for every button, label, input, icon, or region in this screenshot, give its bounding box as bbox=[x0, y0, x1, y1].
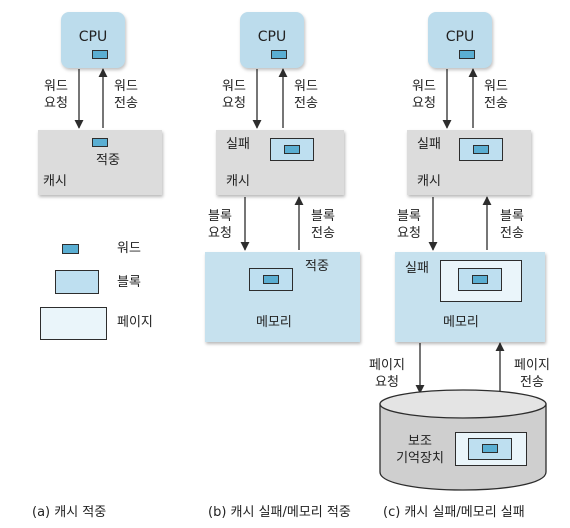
cache-box-a: 적중 캐시 bbox=[38, 130, 162, 195]
memory-hit-label-b: 적중 bbox=[305, 259, 329, 274]
legend-word-label: 워드 bbox=[117, 241, 141, 256]
cache-miss-label-c: 실패 bbox=[417, 137, 441, 152]
word-transfer-label-c: 워드 전송 bbox=[484, 79, 508, 111]
storage-label-c: 보조 기억장치 bbox=[396, 434, 444, 466]
memory-label-b: 메모리 bbox=[256, 315, 292, 330]
word-transfer-label-a: 워드 전송 bbox=[114, 79, 138, 111]
page-request-label-c: 페이지 요청 bbox=[369, 358, 405, 390]
memory-miss-label-c: 실패 bbox=[405, 261, 429, 276]
caption-c: (c) 캐시 실패/메모리 실패 bbox=[383, 505, 525, 520]
cache-box-c: 실패 캐시 bbox=[407, 130, 531, 195]
caption-a: (a) 캐시 적중 bbox=[32, 505, 107, 520]
word-request-label-b: 워드 요청 bbox=[222, 79, 246, 111]
caption-b: (b) 캐시 실패/메모리 적중 bbox=[208, 505, 351, 520]
block-request-label-c: 블록 요청 bbox=[397, 209, 421, 241]
word-icon-cpu-c bbox=[459, 50, 475, 59]
cache-hit-label-a: 적중 bbox=[96, 153, 120, 168]
cache-label-b: 캐시 bbox=[226, 174, 250, 189]
word-icon-cpu-b bbox=[271, 50, 287, 59]
cpu-box-c: CPU bbox=[428, 12, 492, 68]
memory-box-b: 적중 메모리 bbox=[205, 252, 360, 342]
legend-word-icon bbox=[62, 244, 79, 254]
cpu-label-c: CPU bbox=[445, 29, 475, 45]
legend-page-label: 페이지 bbox=[117, 315, 153, 330]
cache-box-b: 실패 캐시 bbox=[216, 130, 344, 195]
cpu-box-a: CPU bbox=[61, 12, 125, 68]
word-icon-memory-c bbox=[472, 275, 488, 284]
cpu-label-a: CPU bbox=[78, 29, 108, 45]
word-icon-memory-b bbox=[263, 275, 279, 284]
block-request-label-b: 블록 요청 bbox=[208, 209, 232, 241]
block-transfer-label-c: 블록 전송 bbox=[500, 209, 524, 241]
block-transfer-label-b: 블록 전송 bbox=[311, 209, 335, 241]
word-icon-cache-c bbox=[473, 145, 489, 154]
cache-label-a: 캐시 bbox=[43, 174, 67, 189]
memory-label-c: 메모리 bbox=[443, 315, 479, 330]
word-icon-cache-b bbox=[284, 145, 300, 154]
legend-block-label: 블록 bbox=[117, 275, 141, 290]
word-request-label-c: 워드 요청 bbox=[412, 79, 436, 111]
legend-page-icon bbox=[40, 307, 107, 340]
word-request-label-a: 워드 요청 bbox=[44, 79, 68, 111]
memory-box-c: 실패 메모리 bbox=[395, 252, 545, 342]
legend-block-icon bbox=[55, 270, 99, 294]
word-icon-cache-a bbox=[92, 138, 108, 147]
cpu-label-b: CPU bbox=[257, 29, 287, 45]
cpu-box-b: CPU bbox=[240, 12, 304, 68]
word-icon-cpu-a bbox=[92, 50, 108, 59]
cache-label-c: 캐시 bbox=[417, 174, 441, 189]
cache-miss-label-b: 실패 bbox=[226, 137, 250, 152]
word-transfer-label-b: 워드 전송 bbox=[294, 79, 318, 111]
page-transfer-label-c: 페이지 전송 bbox=[514, 358, 550, 390]
word-icon-storage-c bbox=[482, 444, 498, 453]
